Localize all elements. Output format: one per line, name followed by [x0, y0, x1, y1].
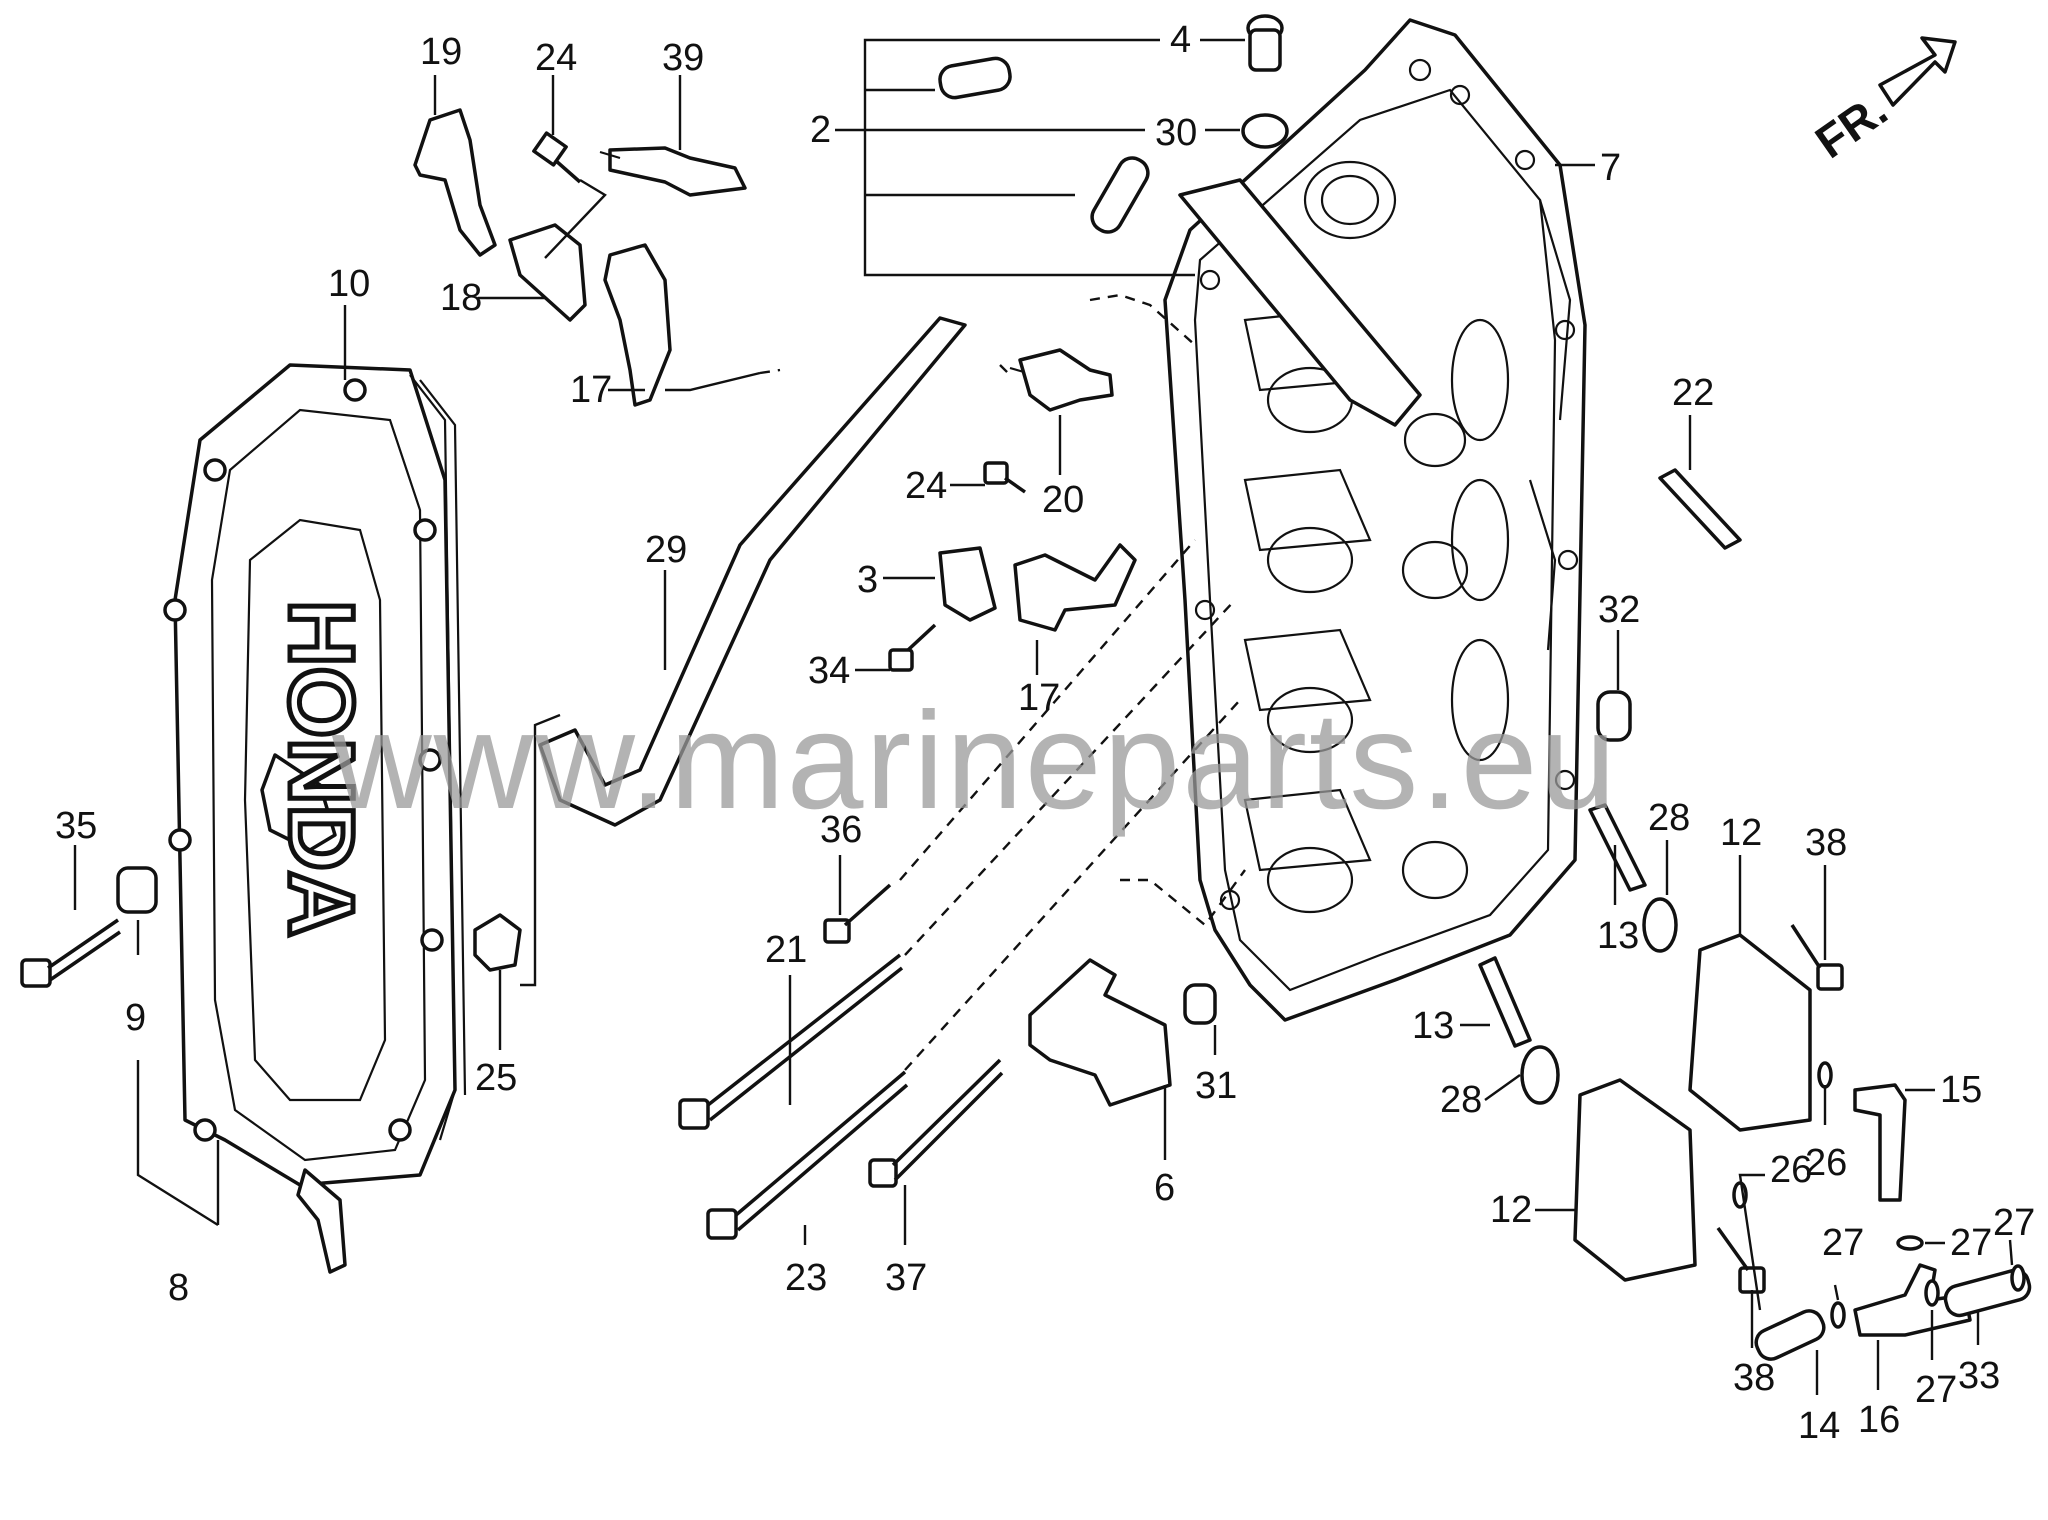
part-33-hose	[1943, 1268, 2032, 1318]
callout-13: 13	[1597, 915, 1639, 957]
part-14-hose	[1754, 1309, 1826, 1361]
part-15-hose	[1853, 1083, 1907, 1202]
callout-33: 33	[1958, 1355, 2000, 1397]
part-23-bolt	[706, 1070, 909, 1240]
callout-28-b: 28	[1440, 1079, 1482, 1121]
part-26-clip-a	[1817, 1061, 1833, 1089]
callout-17: 17	[570, 369, 612, 411]
callout-35: 35	[55, 805, 97, 847]
callout-13-b: 13	[1412, 1005, 1454, 1047]
part-3-plate	[938, 546, 997, 622]
part-35-bolt	[20, 918, 121, 988]
callout-36: 36	[820, 809, 862, 851]
callout-38-b: 38	[1733, 1357, 1775, 1399]
callout-27-d: 27	[1993, 1202, 2035, 1244]
part-17-clamp-b	[1013, 543, 1137, 632]
part-2-dowel	[938, 56, 1012, 100]
callout-26-b: 26	[1770, 1149, 1812, 1191]
callout-23: 23	[785, 1257, 827, 1299]
callout-30: 30	[1155, 112, 1197, 154]
part-30-seal	[1241, 113, 1289, 149]
callout-32: 32	[1598, 589, 1640, 631]
callout-27-c: 27	[1915, 1369, 1957, 1411]
part-22-stud	[1658, 468, 1742, 550]
callout-27-b: 27	[1950, 1222, 1992, 1264]
callout-25: 25	[475, 1057, 517, 1099]
callout-17-b: 17	[1018, 677, 1060, 719]
part-20-thermo-switch	[1009, 348, 1114, 412]
callout-29: 29	[645, 529, 687, 571]
callout-26: 26	[1805, 1142, 1847, 1184]
part-31-collar	[1183, 983, 1217, 1025]
part-29-hose	[538, 316, 967, 827]
front-label: FR.	[1806, 83, 1897, 168]
callout-21: 21	[765, 929, 807, 971]
honda-emblem: HONDA	[270, 600, 372, 937]
callout-28: 28	[1648, 797, 1690, 839]
part-13-pin-a	[1588, 803, 1647, 892]
callout-8: 8	[168, 1267, 189, 1309]
callout-4: 4	[1170, 19, 1191, 61]
callout-6: 6	[1154, 1167, 1175, 1209]
part-37-bolt	[868, 1058, 1004, 1188]
part-9-collar	[116, 866, 158, 914]
part-6-holder	[1028, 958, 1172, 1107]
watermark: www.marineparts.eu	[331, 684, 1618, 838]
part-19-bracket	[413, 108, 497, 257]
callout-22: 22	[1672, 372, 1714, 414]
part-12-fuel-pump-b	[1573, 1078, 1697, 1282]
part-4-plug	[1246, 14, 1284, 72]
callout-27: 27	[1822, 1222, 1864, 1264]
callout-3: 3	[857, 559, 878, 601]
part-28-oring-b	[1520, 1045, 1560, 1105]
callout-24-b: 24	[905, 465, 947, 507]
callout-12: 12	[1720, 812, 1762, 854]
part-32-dowel	[1596, 690, 1632, 742]
callout-20: 20	[1042, 479, 1084, 521]
part-38-bolt-a	[1790, 924, 1844, 991]
part-18-plate	[508, 223, 587, 322]
part-13-pin-b	[1478, 956, 1532, 1048]
callout-10: 10	[328, 263, 370, 305]
callout-19: 19	[420, 31, 462, 73]
part-28-oring-a	[1642, 897, 1678, 953]
part-24-bolt	[532, 131, 582, 184]
callout-labels: 19 24 39 4 2 30 7 10 18 17 20 24 29 3 34…	[55, 19, 2035, 1447]
cylinder-head	[1163, 18, 1587, 1022]
part-27-clip-d	[2010, 1264, 2026, 1292]
callout-18: 18	[440, 277, 482, 319]
part-36-bolt	[823, 883, 892, 944]
part-27-clip-b	[1896, 1235, 1924, 1251]
part-27-clip-a	[1830, 1301, 1846, 1329]
part-39-spark-plug	[599, 146, 747, 197]
front-orientation-indicator: FR.	[1806, 36, 1957, 168]
part-34-bolt	[888, 623, 937, 672]
part-21-bolt	[678, 953, 904, 1130]
callout-38: 38	[1805, 822, 1847, 864]
callout-2: 2	[810, 109, 831, 151]
callout-12-b: 12	[1490, 1189, 1532, 1231]
callout-37: 37	[885, 1257, 927, 1299]
part-24-bolt-b	[983, 461, 1027, 494]
cylinder-head-cover: HONDA	[163, 363, 467, 1274]
callout-39: 39	[662, 37, 704, 79]
callout-31: 31	[1195, 1065, 1237, 1107]
callout-15: 15	[1940, 1069, 1982, 1111]
part-2-dowel-b	[1090, 156, 1150, 234]
callout-14: 14	[1798, 1405, 1840, 1447]
callout-24: 24	[535, 37, 577, 79]
part-17-clamp	[603, 243, 672, 407]
callout-9: 9	[125, 997, 146, 1039]
callout-7: 7	[1600, 147, 1621, 189]
part-12-fuel-pump-a	[1688, 933, 1812, 1132]
callout-34: 34	[808, 650, 850, 692]
callout-16: 16	[1858, 1399, 1900, 1441]
part-27-clip-c	[1924, 1279, 1940, 1307]
part-25-clip	[473, 913, 522, 972]
leader-lines	[73, 38, 2014, 1395]
